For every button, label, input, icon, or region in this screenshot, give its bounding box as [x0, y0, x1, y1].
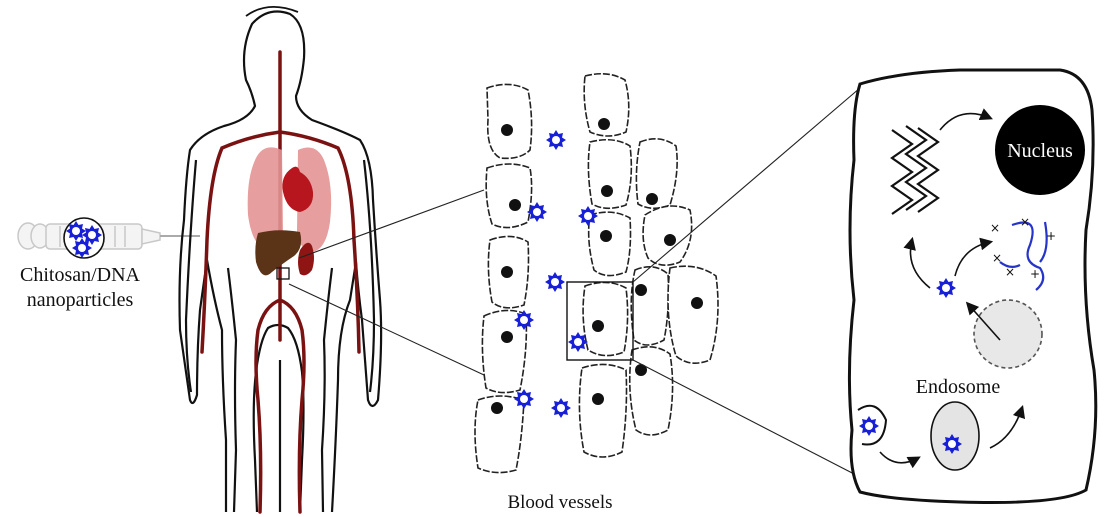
blood-vessels-label: Blood vessels	[507, 492, 612, 513]
nanoparticles-label-line1: Chitosan/DNA	[20, 264, 141, 286]
nanoparticles-label-line2: nanoparticles	[27, 289, 134, 311]
nanoparticle-icon	[66, 221, 86, 241]
nanoparticle-icon	[936, 278, 956, 298]
kidney	[298, 243, 314, 276]
svg-text:+: +	[1046, 229, 1056, 243]
nanoparticle-icon	[942, 434, 962, 454]
svg-text:+: +	[1030, 267, 1040, 281]
svg-text:×: ×	[992, 251, 1002, 265]
syringe-icon	[18, 223, 200, 249]
ruptured-endosome	[974, 300, 1042, 368]
nanoparticle-icon	[859, 416, 879, 436]
nucleus-label: Nucleus	[1007, 140, 1073, 162]
svg-text:×: ×	[1005, 265, 1015, 279]
nanoparticle-icon	[72, 238, 92, 258]
svg-text:×: ×	[1020, 215, 1030, 229]
endosome-label: Endosome	[916, 376, 1001, 398]
endosome	[931, 402, 979, 470]
svg-text:×: ×	[990, 221, 1000, 235]
